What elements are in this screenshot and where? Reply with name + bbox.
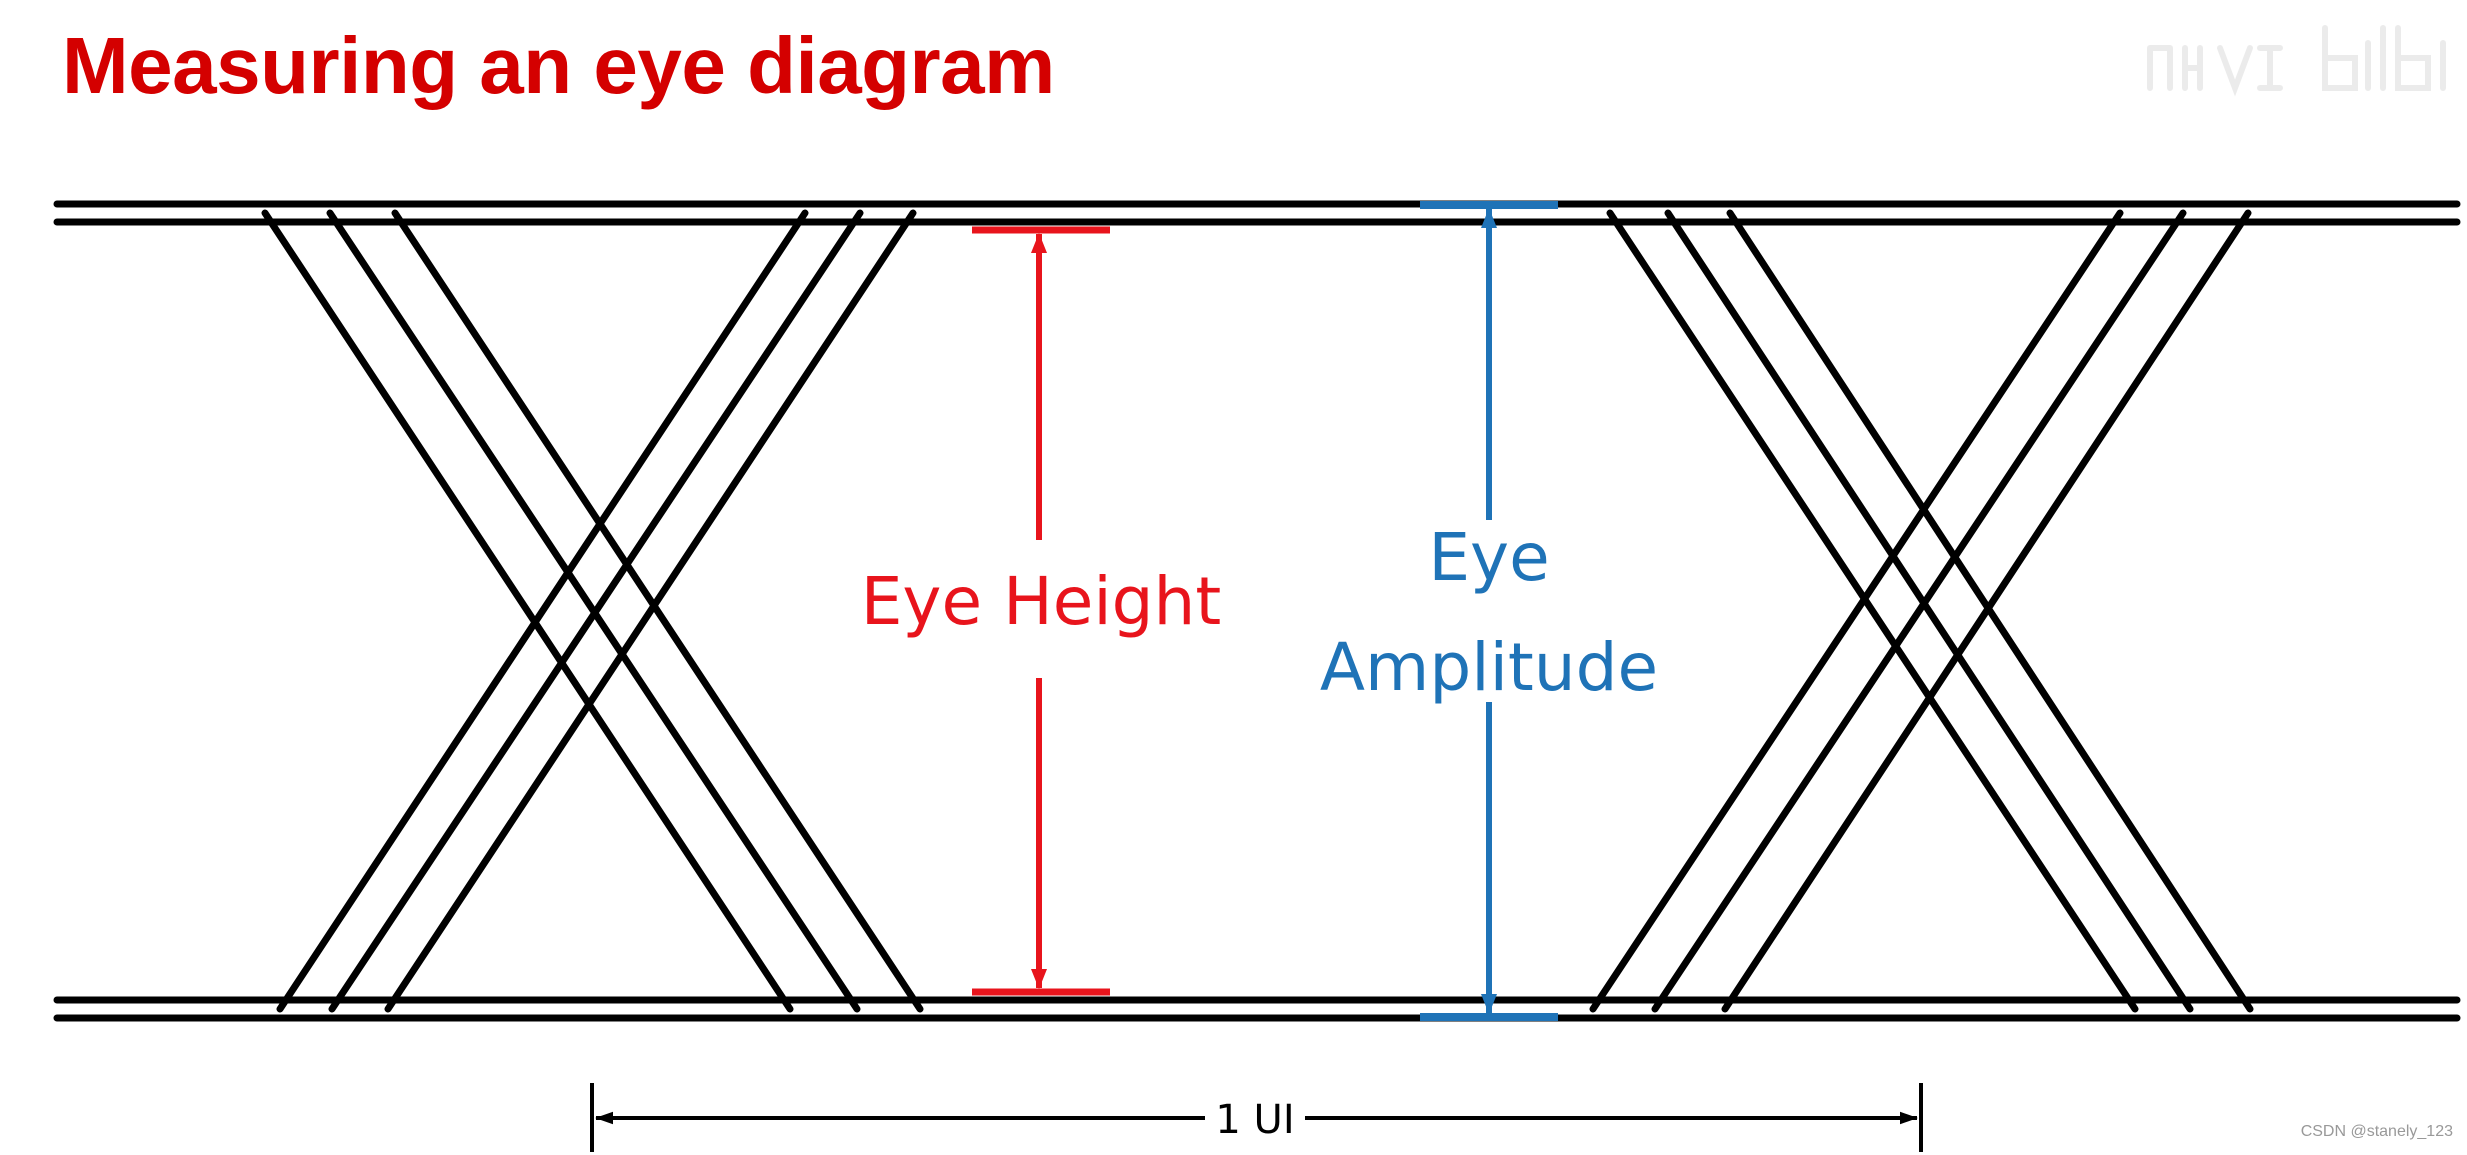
right-crossing-traces <box>1589 209 2254 1013</box>
page-title: Measuring an eye diagram <box>62 21 1055 110</box>
eye-amplitude-marker <box>1420 201 1558 1021</box>
unit-interval-label: 1 UI <box>1215 1097 1294 1143</box>
top-rail <box>53 200 2461 226</box>
left-crossing-traces <box>261 209 924 1013</box>
eye-amplitude-label-line2: Amplitude <box>1320 629 1658 706</box>
bottom-rail <box>53 996 2461 1022</box>
unit-interval-dimension <box>590 1083 1923 1152</box>
eye-amplitude-label-line1: Eye <box>1428 519 1549 596</box>
eye-height-marker <box>972 226 1110 996</box>
eye-height-label: Eye Height <box>861 563 1222 640</box>
watermark-logo-icon <box>2147 25 2446 97</box>
credit-text: CSDN @stanely_123 <box>2300 1123 2453 1140</box>
